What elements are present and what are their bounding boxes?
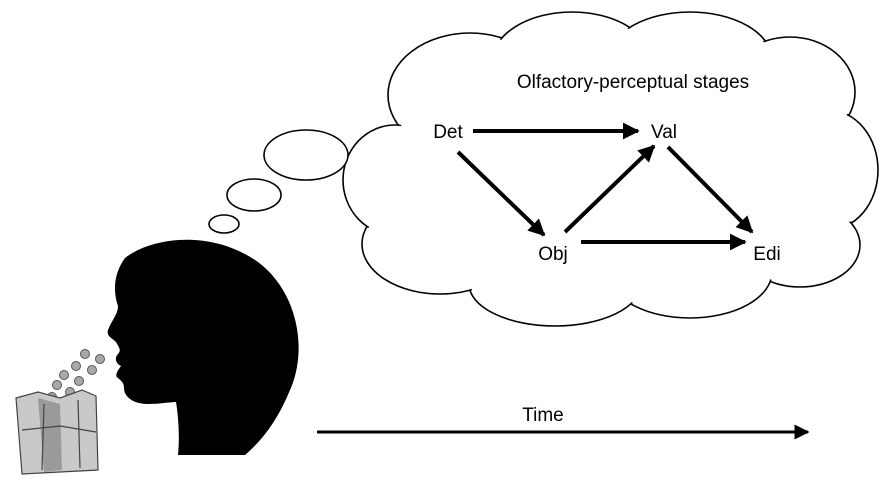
thought-bubble-small [208, 214, 240, 234]
paper-bag-icon [15, 389, 99, 475]
paper-bag-crease [21, 399, 97, 471]
timeline: Time [317, 405, 810, 440]
diagram-title: Olfactory-perceptual stages [517, 72, 749, 93]
odor-particle [59, 370, 69, 380]
odor-particle [71, 361, 81, 371]
stage-nodes: Det Val Obj Edi [433, 122, 781, 265]
thought-trail-bubbles [208, 129, 349, 234]
node-obj: Obj [538, 244, 568, 265]
edge-val-to-edi [666, 145, 754, 234]
odor-particle [80, 349, 90, 359]
node-det: Det [433, 122, 463, 143]
odor-particle [87, 365, 97, 375]
thought-bubble-large [263, 129, 349, 181]
stage-edges [456, 122, 754, 251]
thought-bubble-medium [226, 178, 282, 212]
time-label: Time [522, 405, 564, 426]
odor-particle [52, 380, 62, 390]
node-edi: Edi [753, 244, 780, 265]
thought-cloud [342, 11, 879, 327]
edge-det-to-obj [456, 150, 546, 237]
odor-particle [95, 354, 105, 364]
human-head-silhouette-icon [107, 239, 299, 455]
thought-cloud-fill [345, 14, 876, 324]
node-val: Val [651, 122, 677, 143]
odor-particle [74, 376, 84, 386]
edge-obj-to-val [563, 144, 656, 234]
